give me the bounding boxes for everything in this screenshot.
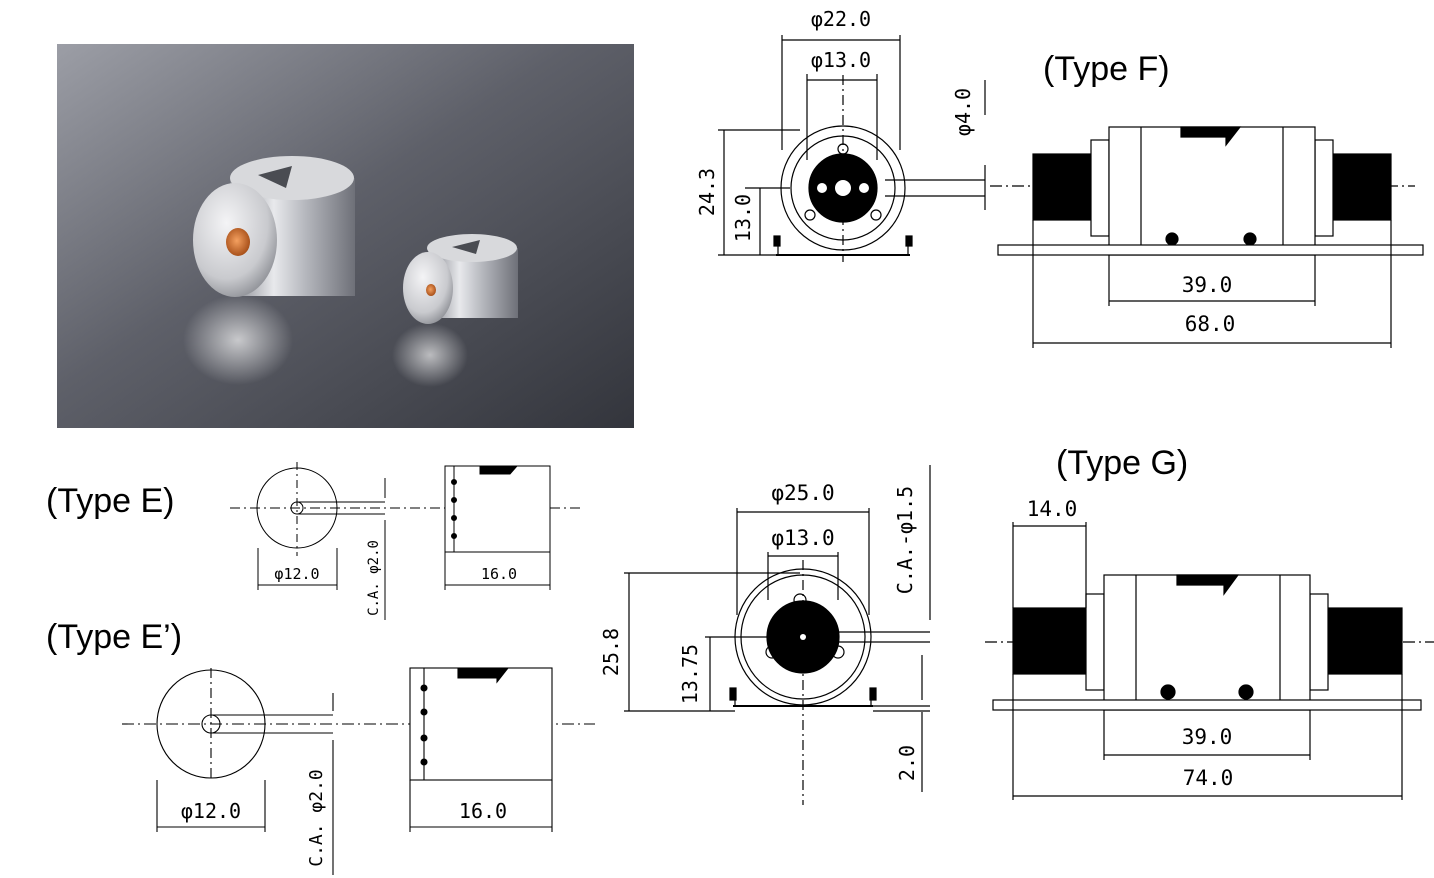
type-f-hole-diameter: φ4.0 [951,88,975,136]
type-f-side-view [990,126,1424,348]
type-e-prime-aperture: C.A. φ2.0 [306,769,327,867]
type-f-inner-diameter: φ13.0 [811,48,871,72]
type-e-prime-diameter: φ12.0 [181,799,241,823]
type-e-drawing [230,462,580,620]
type-g-body-length: 39.0 [1182,725,1233,749]
product-photo [57,44,634,428]
type-e-label: (Type E) [46,482,174,520]
type-g-front-view [624,465,931,805]
type-g-total-length: 74.0 [1183,766,1234,790]
type-g-outer-diameter: φ25.0 [771,481,834,505]
type-e-prime-length: 16.0 [459,799,507,823]
type-e-length: 16.0 [481,565,517,583]
type-f-height: 24.3 [695,168,719,216]
type-e-diameter: φ12.0 [274,565,319,583]
type-f-total-length: 68.0 [1185,312,1236,336]
type-g-end-length: 14.0 [1027,497,1078,521]
type-g-side-view [985,522,1434,800]
type-f-drawing [718,35,1424,348]
type-e-prime-drawing [122,667,595,875]
type-f-labels: (Type F) φ22.0 φ13.0 φ4.0 24.3 13.0 39.0… [695,7,1235,336]
type-f-outer-diameter: φ22.0 [811,7,871,31]
type-g-aperture: C.A.-φ1.5 [893,486,917,594]
type-g-height: 25.8 [599,628,623,676]
small-isolator-image [403,234,518,324]
type-f-front-view [718,35,986,262]
type-g-inner-diameter: φ13.0 [771,526,834,550]
type-f-body-length: 39.0 [1182,273,1233,297]
large-isolator-image [193,156,355,297]
type-g-labels: (Type G) φ25.0 φ13.0 C.A.-φ1.5 25.8 13.7… [599,444,1233,790]
type-f-center-height: 13.0 [731,194,755,242]
type-f-label: (Type F) [1043,50,1170,88]
type-g-base-thickness: 2.0 [895,745,919,781]
type-g-drawing [624,465,1434,805]
type-e-prime-labels: (Type E’) φ12.0 C.A. φ2.0 16.0 [46,618,507,867]
type-e-prime-label: (Type E’) [46,618,182,656]
type-e-aperture: C.A. φ2.0 [366,540,382,616]
type-e-labels: (Type E) φ12.0 C.A. φ2.0 16.0 [46,482,517,616]
type-g-center-height: 13.75 [678,644,702,704]
type-g-label: (Type G) [1056,444,1188,482]
